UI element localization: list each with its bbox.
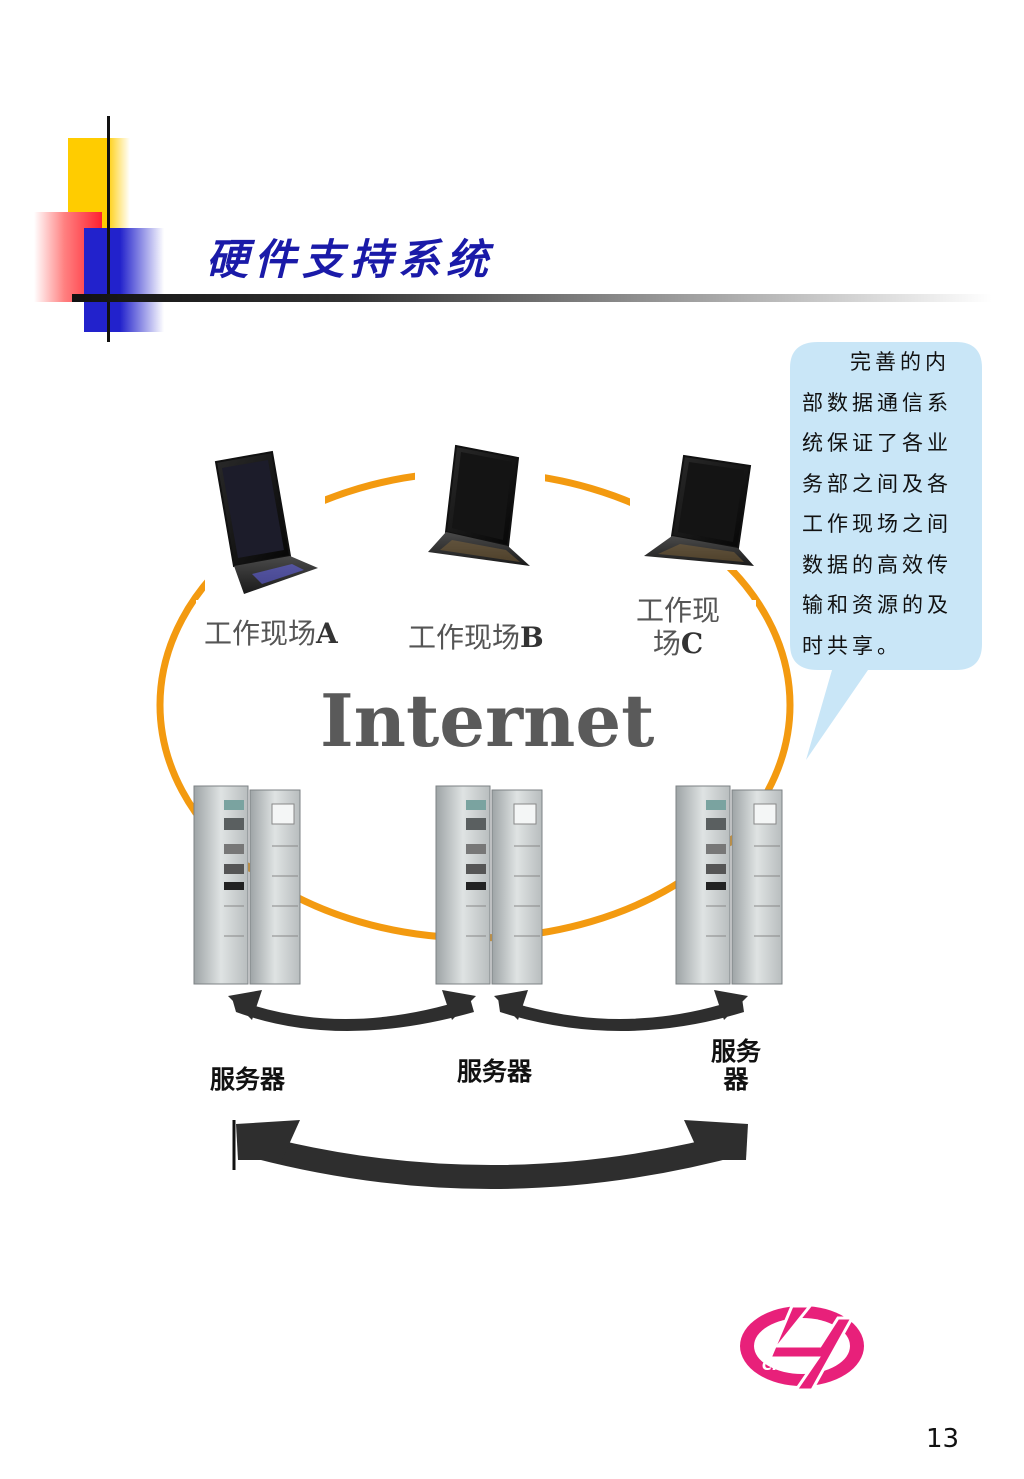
server-b-icon [435, 785, 543, 985]
cpa-logo-text: CPA [762, 1358, 792, 1374]
server-label-a: 服务器 [210, 1065, 286, 1094]
server-a-icon [193, 785, 301, 985]
site-label-b: 工作现场B [408, 621, 544, 654]
server-label-c: 服务器 [710, 1037, 761, 1094]
title-deco-blue-block [84, 228, 164, 332]
page-number: 13 [926, 1424, 960, 1454]
callout-bubble [790, 342, 982, 760]
laptop-site-a-icon [214, 450, 318, 594]
laptop-site-c-icon [644, 454, 754, 566]
site-label-c: 工作现场C [635, 594, 720, 660]
page-title: 硬件支持系统 [206, 235, 495, 284]
arrow-server-a-c [232, 1120, 748, 1189]
arrow-server-b-c [494, 990, 748, 1031]
title-underline [72, 294, 992, 302]
laptop-site-b-icon [428, 444, 530, 566]
server-label-b: 服务器 [457, 1057, 533, 1086]
site-label-a: 工作现场A [204, 617, 338, 650]
internet-label: Internet [320, 678, 655, 763]
title-deco-vertical-line [107, 116, 110, 342]
cpa-logo: CPA [740, 1304, 864, 1392]
callout-text: 完善的内部数据通信系统保证了各业务部之间及各工作现场之间数据的高效传输和资源的及… [802, 350, 952, 658]
server-c-icon [675, 785, 783, 985]
arrow-server-a-b [228, 990, 476, 1031]
